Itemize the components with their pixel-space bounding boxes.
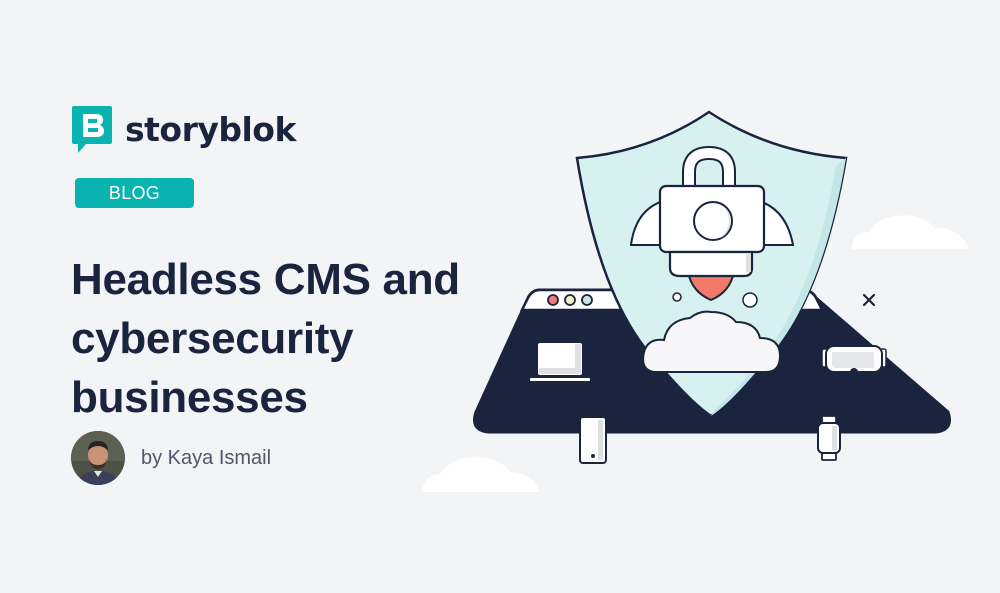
close-icon: [862, 293, 876, 307]
brand-name: storyblok: [125, 110, 296, 149]
author-avatar: [71, 431, 125, 485]
category-badge[interactable]: BLOG: [75, 178, 194, 208]
watch-icon: [817, 415, 841, 461]
author-byline: by Kaya Ismail: [141, 446, 272, 469]
author-info[interactable]: by Kaya Ismail: [71, 431, 271, 485]
laptop-icon: [530, 341, 590, 381]
title-line-2: cybersecurity: [71, 314, 354, 363]
cloud-icon: [852, 215, 970, 249]
title-line-1: Headless CMS and: [71, 255, 460, 304]
rocket-lock-icon: [629, 145, 795, 373]
article-title: Headless CMS and cybersecurity businesse…: [71, 250, 501, 427]
storyblok-logo-icon: [72, 106, 112, 153]
cloud-icon: [422, 456, 540, 492]
phone-icon: [579, 416, 607, 464]
storyblok-logo[interactable]: storyblok: [72, 106, 296, 154]
title-line-3: businesses: [71, 373, 308, 422]
vr-headset-icon: [821, 345, 887, 376]
